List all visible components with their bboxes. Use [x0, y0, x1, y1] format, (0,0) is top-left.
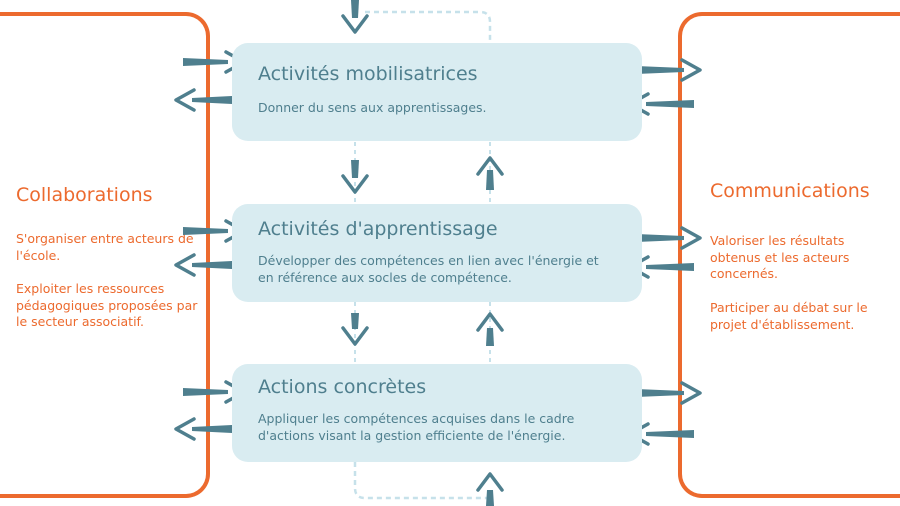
arrow-up-1	[476, 156, 504, 190]
step-text: Développer des compétences en lien avec …	[258, 253, 599, 285]
collaborations-text-2: Exploiter les ressources pédagogiques pr…	[16, 281, 198, 329]
communications-text-1: Valoriser les résultats obtenus et les a…	[710, 233, 850, 281]
arrow-box-2-to-left	[174, 253, 232, 277]
communications-title: Communications	[710, 180, 870, 202]
collaborations-title: Collaborations	[16, 184, 153, 206]
arrow-up-2	[476, 312, 504, 346]
arrow-down-2	[341, 313, 369, 346]
collaborations-text-1: S'organiser entre acteurs de l'école.	[16, 231, 194, 263]
collaborations-panel	[0, 12, 210, 498]
bottom-dashed-connector	[353, 462, 490, 500]
arrow-box-2-to-right	[636, 226, 702, 250]
step-text: Appliquer les compétences acquises dans …	[258, 411, 575, 443]
arrow-box-3-to-right	[636, 381, 702, 405]
step-text: Donner du sens aux apprentissages.	[258, 100, 487, 115]
step-box-actions: Actions concrètes Appliquer les compéten…	[232, 364, 642, 462]
arrow-box-1-to-left	[174, 88, 232, 112]
step-box-mobilisation: Activités mobilisatrices Donner du sens …	[232, 43, 642, 141]
arrow-up-bottom	[476, 472, 504, 506]
arrow-down-top	[341, 0, 369, 34]
communications-panel	[678, 12, 900, 498]
arrow-down-1	[341, 160, 369, 194]
top-dashed-connector	[365, 10, 492, 42]
communications-text-2: Participer au débat sur le projet d'étab…	[710, 300, 868, 332]
arrow-box-3-to-left	[174, 417, 232, 441]
arrow-box-1-to-right	[636, 58, 702, 82]
step-box-apprentissage: Activités d'apprentissage Développer des…	[232, 204, 642, 302]
step-title: Activités mobilisatrices	[258, 63, 478, 85]
step-title: Actions concrètes	[258, 376, 427, 398]
step-title: Activités d'apprentissage	[258, 218, 498, 240]
